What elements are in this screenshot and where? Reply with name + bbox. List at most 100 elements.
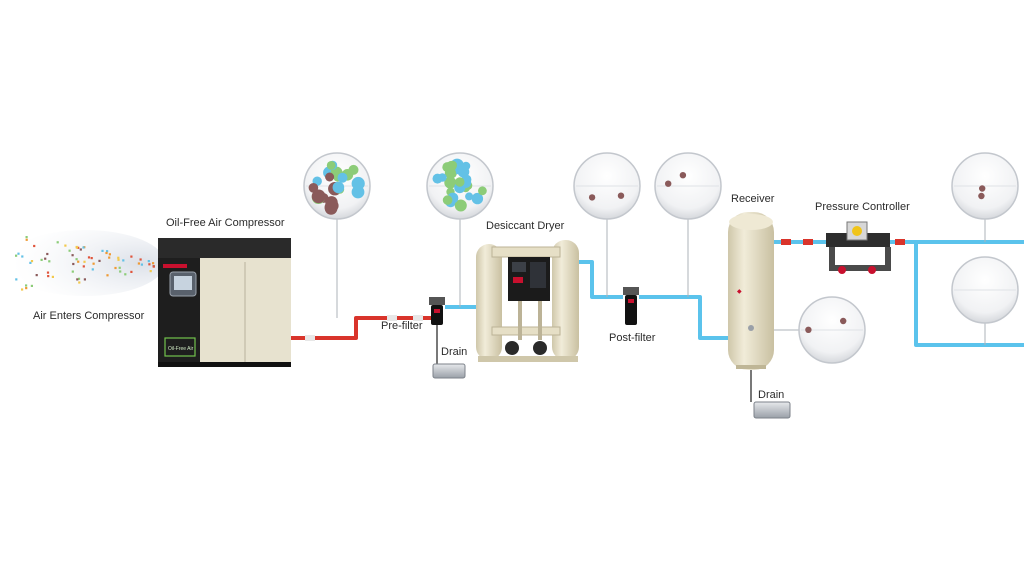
water-particle [438, 173, 447, 182]
airborne-particle [90, 257, 93, 260]
airborne-particle [78, 281, 81, 284]
pre-filter-label: Pre-filter [381, 320, 423, 332]
airborne-particle [140, 263, 143, 266]
magnifier-after-controller-1 [951, 152, 1019, 220]
airborne-particle [147, 260, 150, 263]
airborne-particle [75, 245, 78, 249]
receiver-brand-mark: ◆ [737, 289, 742, 295]
airborne-particle [83, 260, 86, 263]
water-particle [337, 172, 348, 183]
airborne-particle [82, 265, 85, 268]
dust-particle [679, 172, 687, 179]
dust-particle [325, 172, 335, 182]
oil-particle [326, 161, 336, 170]
airborne-particle [106, 274, 109, 277]
airborne-particle [25, 236, 28, 239]
pressure-controller [826, 221, 891, 274]
drain-label-2: Drain [758, 389, 785, 401]
pipe-red-band [781, 239, 791, 245]
airborne-particle [87, 256, 91, 259]
water-particle [332, 181, 345, 194]
airborne-particle [46, 252, 49, 256]
airborne-particle [71, 254, 74, 257]
oil-particle [444, 176, 457, 189]
pipe-coupling [413, 315, 423, 321]
water-particle [461, 161, 471, 171]
airborne-particle [122, 259, 125, 262]
airborne-particle [68, 249, 71, 252]
airborne-particle [47, 275, 50, 278]
pipe-red-band [803, 239, 813, 245]
airborne-particle [77, 246, 80, 249]
dust-particle [617, 192, 625, 199]
airborne-particle [76, 278, 79, 281]
receiver-tank: ◆ [728, 212, 774, 402]
airborne-particle [79, 248, 82, 251]
airborne-particle [148, 263, 151, 266]
dust-particle [978, 192, 985, 200]
airborne-particle [119, 270, 122, 273]
pipe-red-band [895, 239, 905, 245]
airborne-particle [108, 256, 111, 259]
magnifier-after-pre-filter [426, 152, 494, 220]
airborne-particle [15, 278, 18, 281]
post-filter-unit [623, 287, 639, 325]
desiccant-dryer [476, 240, 579, 362]
dust-particle [311, 189, 326, 204]
airborne-particle [44, 257, 47, 260]
airborne-particle [64, 244, 67, 247]
airborne-particle [56, 241, 59, 244]
airborne-particle [29, 261, 32, 264]
airborne-particle [117, 258, 120, 261]
dust-particle [805, 326, 812, 333]
airborne-particle [77, 277, 81, 280]
drain-unit-1 [432, 363, 466, 379]
airborne-particle [91, 268, 94, 271]
airborne-particle [72, 262, 75, 266]
airborne-particle [83, 278, 86, 281]
oil-particle [454, 199, 467, 212]
airborne-particle [152, 262, 155, 265]
drain-unit-2 [753, 401, 791, 419]
magnifier-receiver-tank [798, 296, 866, 364]
airborne-particle [17, 252, 20, 255]
airborne-particle [21, 288, 24, 291]
compressor-badge-text: Oil-Free Air [168, 346, 194, 352]
airborne-particle [25, 284, 28, 287]
air-enters-label: Air Enters Compressor [33, 310, 145, 322]
airborne-particle [92, 262, 95, 265]
drain-label-1: Drain [441, 346, 468, 358]
airborne-particle [30, 284, 33, 287]
airborne-particle [82, 246, 85, 249]
airborne-particle [130, 270, 133, 273]
airborne-particle [117, 256, 120, 259]
dryer-label: Desiccant Dryer [486, 220, 565, 232]
magnifier-after-post-filter [654, 152, 722, 220]
compressor-label: Oil-Free Air Compressor [166, 217, 285, 229]
airborne-particle [40, 258, 43, 261]
airborne-particle [118, 266, 121, 269]
water-particle [465, 192, 474, 201]
airborne-particle [51, 275, 54, 278]
airborne-particle [48, 260, 51, 263]
airborne-particle [130, 255, 133, 258]
airborne-particle [33, 244, 36, 248]
airborne-particle [108, 253, 111, 256]
dust-particle [840, 317, 847, 325]
airborne-particle [46, 271, 50, 274]
airborne-particle [25, 287, 28, 290]
airborne-particle [21, 255, 24, 258]
airborne-particle [98, 259, 101, 262]
intake-air-cloud [5, 230, 165, 296]
airborne-particle [75, 258, 78, 261]
receiver-label: Receiver [731, 193, 775, 205]
water-particle [351, 176, 365, 191]
airborne-particles [15, 236, 155, 291]
oil-particle [446, 160, 457, 172]
oil-particle [478, 186, 487, 196]
oil-particle [442, 195, 453, 205]
airborne-particle [105, 251, 108, 255]
airborne-particle [124, 273, 127, 276]
